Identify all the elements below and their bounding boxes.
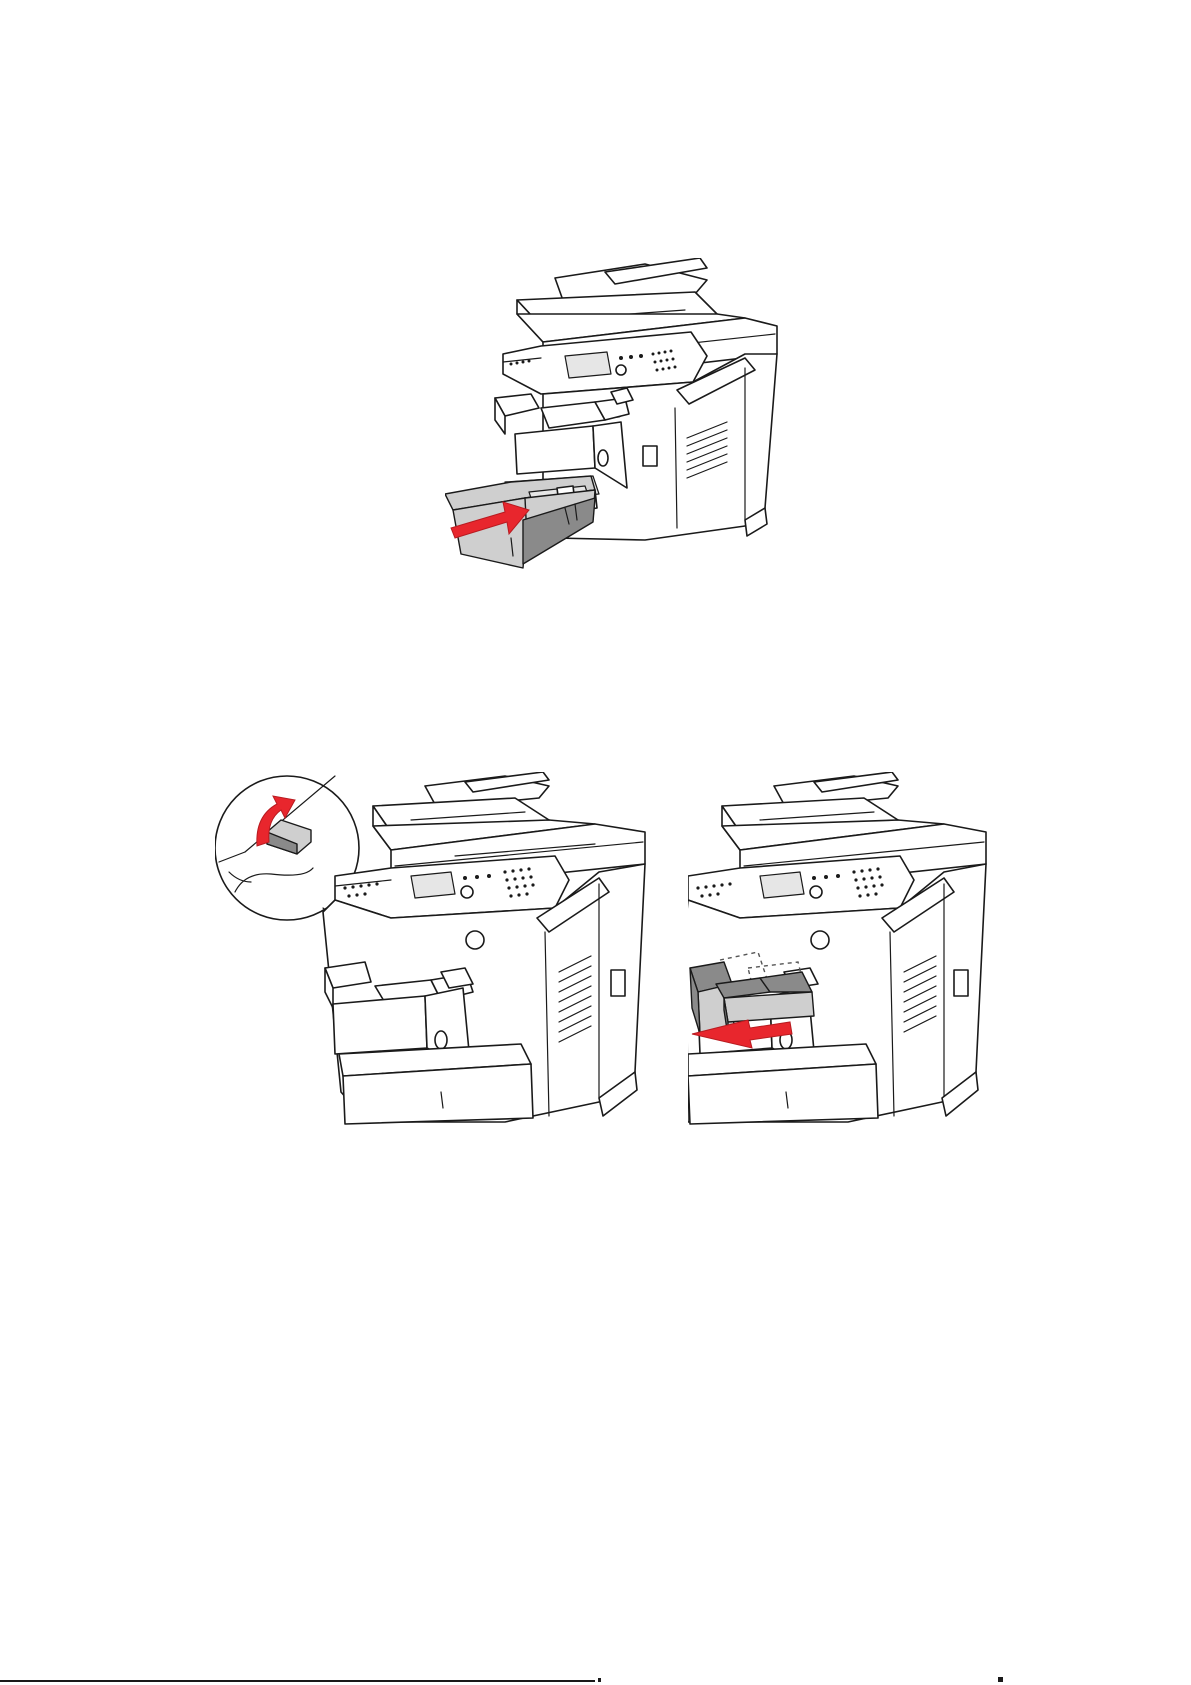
footer-mark bbox=[998, 1677, 1003, 1682]
figure-output-tray-flap bbox=[215, 772, 655, 1142]
paper-tray bbox=[445, 476, 599, 568]
footer-rule bbox=[0, 1680, 595, 1682]
figure-output-tray-extend bbox=[688, 772, 988, 1142]
footer-mark bbox=[598, 1678, 601, 1682]
figure-insert-tray bbox=[445, 258, 785, 613]
